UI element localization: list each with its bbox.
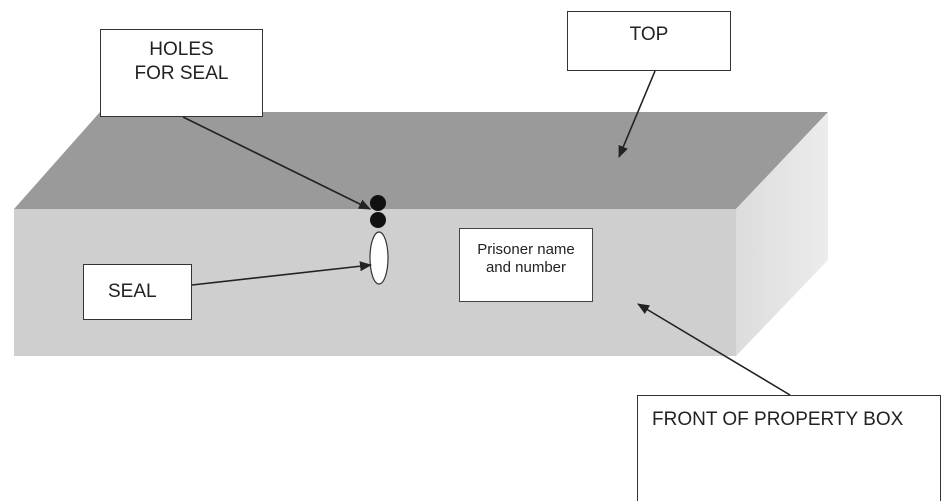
arrow-top bbox=[618, 70, 656, 158]
seal-label-box: SEAL bbox=[83, 264, 192, 320]
box-top-face bbox=[14, 112, 828, 209]
seal-hole-lower bbox=[370, 212, 386, 228]
arrow-front-of-property-box bbox=[637, 303, 791, 396]
top-label-box: TOP bbox=[567, 11, 731, 71]
prisoner-name-and-number-label-box: Prisoner name and number bbox=[459, 228, 593, 302]
top-label: TOP bbox=[629, 24, 669, 45]
box-side-face bbox=[736, 112, 828, 356]
seal-hole-upper bbox=[370, 195, 386, 211]
arrow-seal bbox=[191, 261, 372, 286]
holes-for-seal-label: HOLES FOR SEAL bbox=[134, 39, 229, 84]
prisoner-name-and-number-label: Prisoner name and number bbox=[477, 241, 575, 276]
seal-ellipse bbox=[369, 231, 389, 285]
front-of-property-box-label-box: FRONT OF PROPERTY BOX bbox=[637, 395, 941, 501]
arrow-holes-for-seal bbox=[182, 116, 371, 210]
front-of-property-box-label: FRONT OF PROPERTY BOX bbox=[652, 409, 904, 430]
seal-label: SEAL bbox=[108, 281, 157, 302]
holes-for-seal-label-box: HOLES FOR SEAL bbox=[100, 29, 263, 117]
